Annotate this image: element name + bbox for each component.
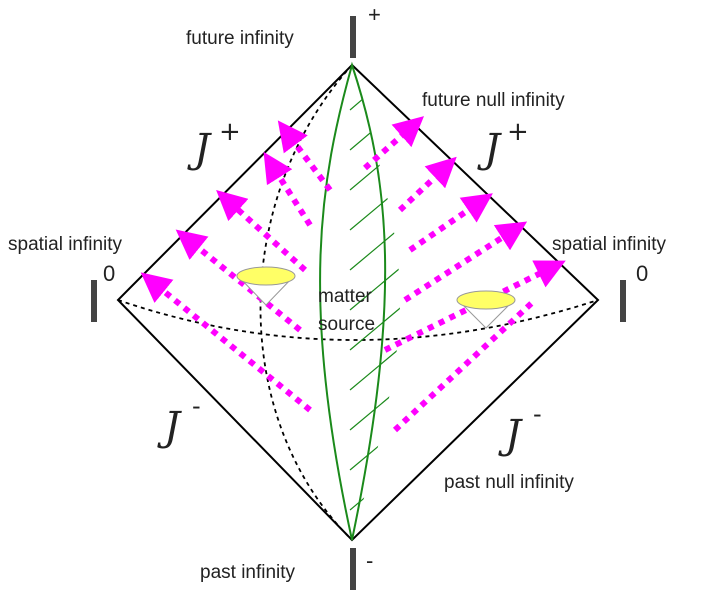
light-cone-right <box>456 290 516 329</box>
matter-source-label-line2: source <box>318 314 375 335</box>
svg-text:+: + <box>507 117 529 147</box>
svg-text:-: - <box>533 400 542 428</box>
svg-text:J: J <box>187 126 212 172</box>
null-ray-right-5 <box>383 260 566 353</box>
spatial-infinity-left-marker <box>91 280 97 322</box>
null-ray-right-6 <box>392 297 538 433</box>
spatial-infinity-right-symbol: 0 <box>636 261 648 286</box>
scri-plus-left: J + <box>187 117 241 172</box>
null-ray-right-2 <box>397 156 457 213</box>
svg-text:J: J <box>498 412 523 458</box>
future-null-infinity-label: future null infinity <box>422 90 565 111</box>
scri-plus-right: J + <box>477 117 529 172</box>
scri-minus-left: J - <box>157 392 201 450</box>
past-infinity-symbol: - <box>366 548 373 573</box>
past-infinity-marker <box>350 548 356 590</box>
null-ray-left-4 <box>140 272 312 413</box>
scri-minus-right: J - <box>498 400 542 458</box>
null-ray-right-1 <box>363 116 425 171</box>
future-infinity-marker <box>350 16 356 58</box>
null-ray-left-3 <box>175 229 302 333</box>
matter-source-label-line1: matter <box>318 286 373 307</box>
null-rays <box>140 116 566 433</box>
matter-source-worldtube <box>319 61 387 541</box>
matter-source-hatching <box>349 79 400 540</box>
past-null-infinity-label: past null infinity <box>444 472 574 493</box>
light-cone-left <box>236 266 296 306</box>
dashed-surface-left <box>259 64 353 541</box>
spatial-infinity-right-marker <box>620 280 626 322</box>
svg-text:+: + <box>219 117 241 147</box>
null-ray-left-1 <box>263 151 313 227</box>
svg-text:J: J <box>477 126 502 172</box>
svg-text:-: - <box>192 392 201 420</box>
null-ray-left-5 <box>277 120 333 192</box>
spatial-infinity-left-label: spatial infinity <box>8 234 123 255</box>
spatial-infinity-left-symbol: 0 <box>103 261 115 286</box>
dashed-spatial-slice <box>117 299 599 341</box>
past-infinity-label: past infinity <box>200 562 296 583</box>
null-ray-left-2 <box>216 189 308 273</box>
future-infinity-label: future infinity <box>186 28 294 49</box>
spatial-infinity-right-label: spatial infinity <box>552 234 667 255</box>
null-ray-right-4 <box>403 221 528 303</box>
svg-text:J: J <box>157 404 182 450</box>
null-ray-right-3 <box>408 193 493 253</box>
future-infinity-symbol: + <box>368 2 381 27</box>
